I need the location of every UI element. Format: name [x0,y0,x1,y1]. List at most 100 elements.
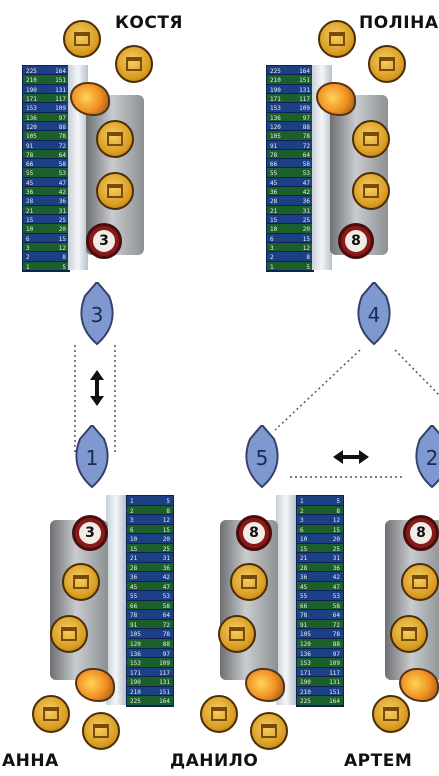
score-value: 36 [26,189,34,197]
water-drop-token[interactable]: 2 [410,425,439,489]
score-value: 151 [329,688,340,696]
score-value: 136 [26,114,37,122]
water-drop-token[interactable]: 4 [352,282,396,346]
score-value: 109 [299,105,310,113]
score-value: 15 [332,526,340,534]
score-value: 3 [270,244,274,252]
score-value: 91 [26,142,34,150]
score-value: 3 [300,517,304,525]
score-value: 171 [26,95,37,103]
score-value: 66 [300,602,308,610]
player-name-anna: АННА [2,751,59,771]
score-value: 21 [26,207,34,215]
score-value: 53 [58,170,66,178]
score-value: 6 [26,235,30,243]
score-value: 15 [302,235,310,243]
water-drop-token[interactable]: 5 [240,425,284,489]
score-value: 2 [130,507,134,515]
score-value: 3 [130,517,134,525]
score-value: 64 [162,612,170,620]
score-value: 136 [270,114,281,122]
score-value: 131 [299,86,310,94]
score-value: 36 [332,564,340,572]
gold-coin [200,695,238,733]
svg-text:5: 5 [256,446,269,470]
gold-coin [401,563,439,601]
score-value: 5 [336,498,340,505]
score-value: 105 [26,133,37,141]
score-value: 10 [270,226,278,234]
score-value: 5 [306,263,310,271]
score-value: 10 [130,536,138,544]
score-value: 171 [130,669,141,677]
gold-coin [96,120,134,158]
score-value: 78 [26,151,34,159]
score-value: 78 [332,631,340,639]
score-value: 97 [302,114,310,122]
score-value: 190 [300,679,311,687]
score-value: 91 [270,142,278,150]
left-right-arrow-icon [333,450,369,464]
score-value: 97 [58,114,66,122]
score-value: 8 [306,254,310,262]
score-value: 15 [300,545,308,553]
score-value: 25 [302,217,310,224]
score-value: 20 [332,536,340,544]
gold-coin [318,20,356,58]
amber-gem [70,82,110,116]
medallion: 3 [86,223,122,259]
score-value: 105 [270,133,281,141]
score-value: 6 [300,526,304,534]
score-value: 91 [130,621,138,629]
amber-gem [316,82,356,116]
score-value: 153 [270,105,281,113]
score-value: 117 [329,669,340,677]
amber-gem [399,668,439,702]
svg-text:2: 2 [426,446,439,470]
score-value: 210 [300,688,311,696]
score-value: 15 [26,217,34,224]
score-value: 28 [130,564,138,572]
water-drop-token[interactable]: 1 [70,425,114,489]
score-value: 12 [58,244,66,252]
score-value: 78 [58,133,66,141]
score-value: 58 [162,602,170,610]
water-drop-token[interactable]: 3 [75,282,119,346]
score-value: 47 [332,583,340,591]
gold-coin [96,172,134,210]
svg-text:3: 3 [91,303,104,327]
score-value: 164 [159,698,170,706]
score-value: 153 [300,660,311,668]
score-value: 36 [302,198,310,206]
score-value: 25 [162,545,170,553]
score-value: 190 [26,86,37,94]
